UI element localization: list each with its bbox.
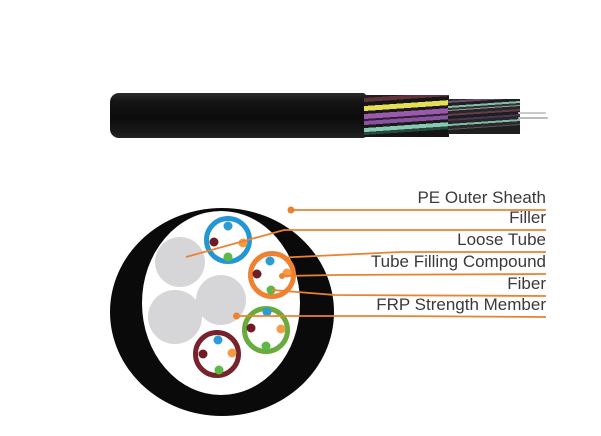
leader-dot-frp xyxy=(233,312,240,320)
leader-dot-tube-filling xyxy=(279,273,285,279)
fiber-dot-blue-1 xyxy=(223,221,233,231)
label-loose-tube: Loose Tube xyxy=(457,230,546,249)
fiber-dot-blue-4 xyxy=(213,335,223,345)
leader-fiber xyxy=(271,289,547,297)
fiber-dot-maroon-1 xyxy=(209,237,219,247)
fiber-dot-blue-3 xyxy=(262,307,272,317)
label-fiber: Fiber xyxy=(507,274,546,293)
leader-loose-tube xyxy=(284,251,546,259)
fiber-dot-green-3 xyxy=(261,341,271,351)
fiber-dot-maroon-2 xyxy=(252,269,262,279)
label-tube-filling-compound: Tube Filling Compound xyxy=(370,252,546,271)
fiber-dot-green-2 xyxy=(266,285,276,295)
fiber-dot-maroon-3 xyxy=(246,323,256,333)
leader-dot-sheath xyxy=(287,206,295,214)
fiber-dot-orange-3 xyxy=(276,324,286,334)
fiber-dot-orange-4 xyxy=(227,348,237,358)
exposed-loose-tubes xyxy=(364,95,449,137)
frp-strength-member-circle xyxy=(196,275,246,325)
loose-tube-maroon xyxy=(193,330,241,378)
label-filler: Filler xyxy=(509,208,546,227)
leader-tube-filling-compound xyxy=(282,273,547,277)
fiber-strand-2 xyxy=(518,117,548,119)
exposed-buffer-bundle xyxy=(448,99,520,134)
filler-circle-1 xyxy=(155,237,205,287)
label-frp-strength-member: FRP Strength Member xyxy=(376,295,546,314)
cable-jacket xyxy=(110,93,366,138)
fiber-strand-1 xyxy=(518,112,546,114)
fiber-dot-green-4 xyxy=(214,365,224,375)
leader-filler xyxy=(185,229,546,258)
fiber-dot-maroon-4 xyxy=(198,349,208,359)
leader-lines xyxy=(185,209,547,318)
label-pe-outer-sheath: PE Outer Sheath xyxy=(417,188,546,207)
fiber-dot-green-1 xyxy=(223,252,233,262)
filler-circle-2 xyxy=(148,290,202,344)
fiber-dot-blue-2 xyxy=(265,256,275,266)
leader-frp-strength-member xyxy=(238,315,547,318)
